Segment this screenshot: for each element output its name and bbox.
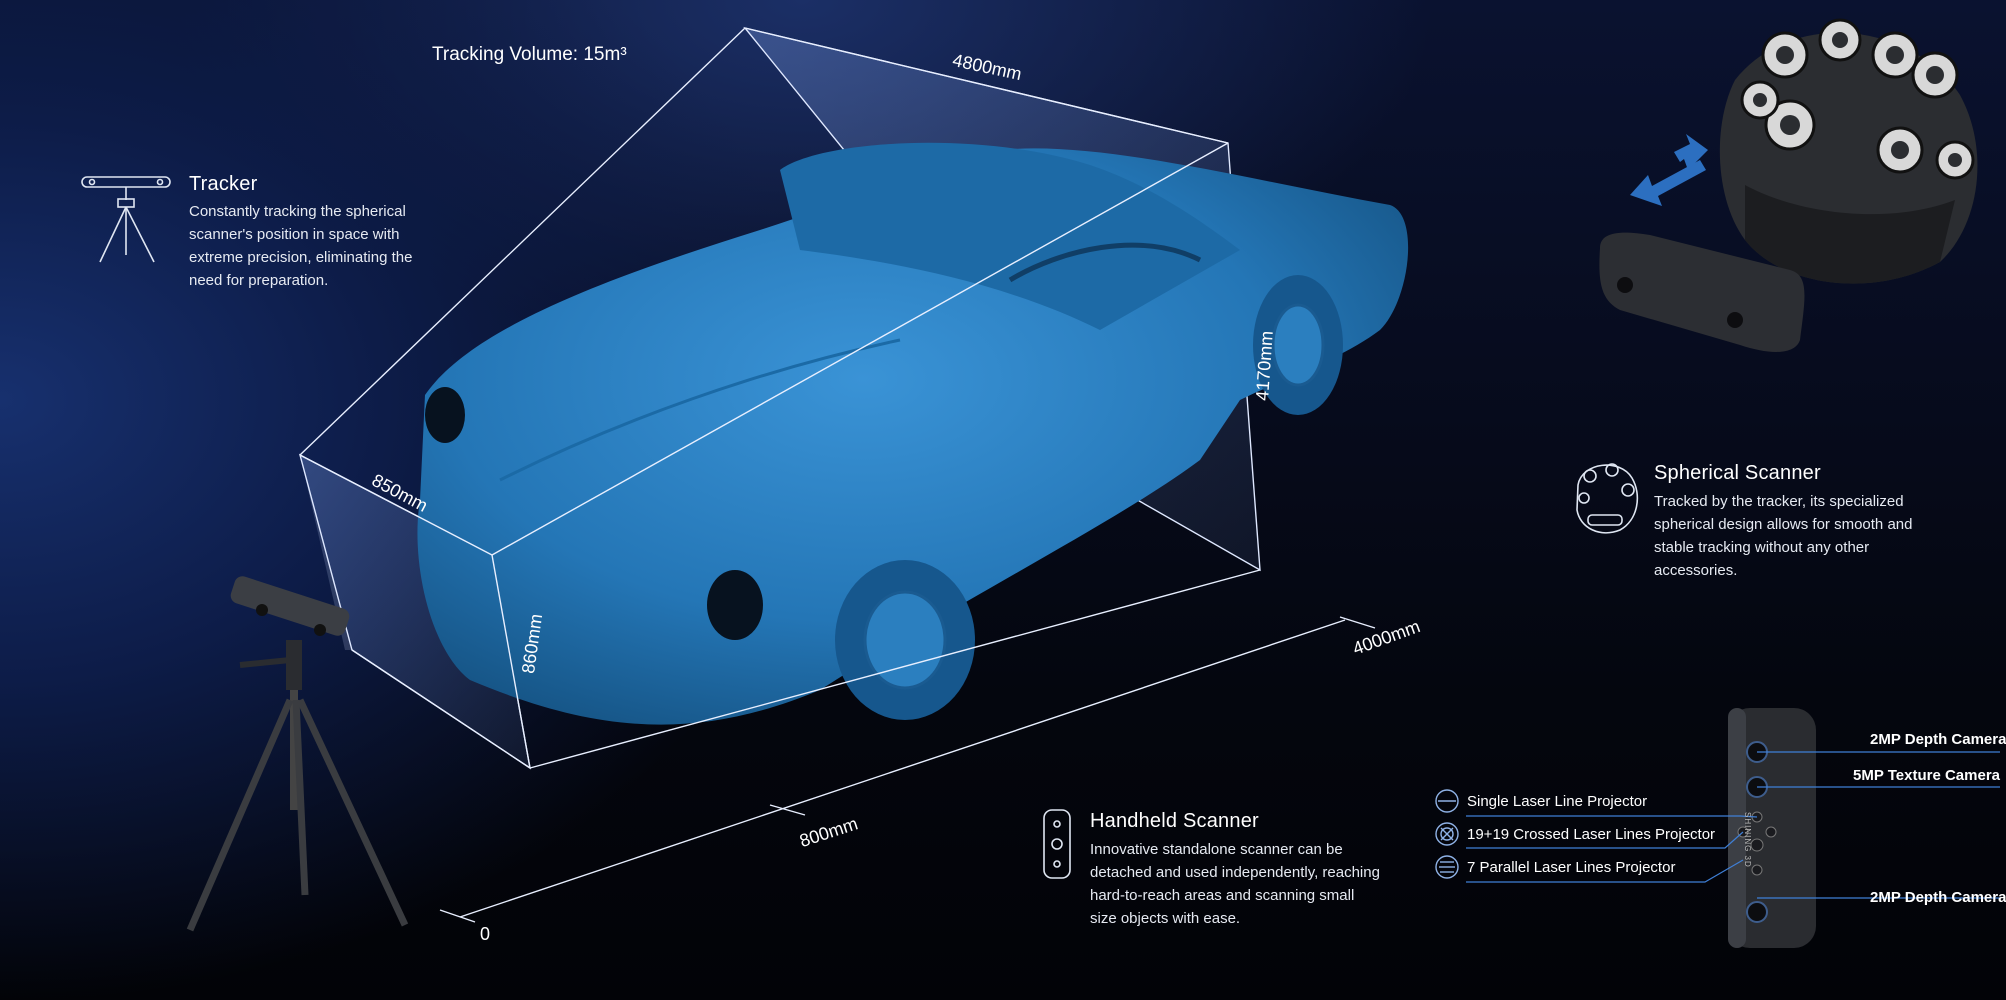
camera-label: 5MP Texture Camera: [1852, 767, 2000, 784]
volume-front-edges: [299, 27, 1261, 769]
tracker-title: Tracker: [189, 173, 258, 195]
projector-label: 7 Parallel Laser Lines Projector: [1467, 859, 1676, 876]
camera-label: 2MP Depth Camera: [1870, 889, 2006, 906]
handheld-scanner-title: Handheld Scanner: [1090, 810, 1259, 832]
handheld-scanner-photo: [1728, 708, 1816, 948]
tracker-beam: [300, 455, 352, 650]
projector-label: Single Laser Line Projector: [1467, 793, 1648, 810]
spherical-scanner-title: Spherical Scanner: [1654, 462, 1821, 484]
tripod-tracker-photo: [186, 576, 409, 932]
car-model: [417, 142, 1409, 725]
handheld-scanner-description: Innovative standalone scanner can be det…: [1090, 841, 1380, 927]
spherical-scanner-description: Tracked by the tracker, its specialized …: [1654, 493, 1913, 579]
floor-axes: [439, 616, 1376, 923]
callout-lines: [1466, 751, 2000, 899]
spherical-scanner-photo: [1599, 18, 1978, 352]
tracking-volume-label: Tracking Volume: 15m³: [432, 44, 627, 65]
double-arrow-icon: [1630, 134, 1708, 206]
camera-label: 2MP Depth Camera: [1870, 731, 2006, 748]
projector-label: 19+19 Crossed Laser Lines Projector: [1467, 826, 1716, 843]
tracker-description: Constantly tracking the spherical scanne…: [189, 203, 413, 289]
brand-logo-text: SHINING 3D: [1743, 812, 1752, 868]
dimension-origin: 0: [480, 924, 491, 944]
